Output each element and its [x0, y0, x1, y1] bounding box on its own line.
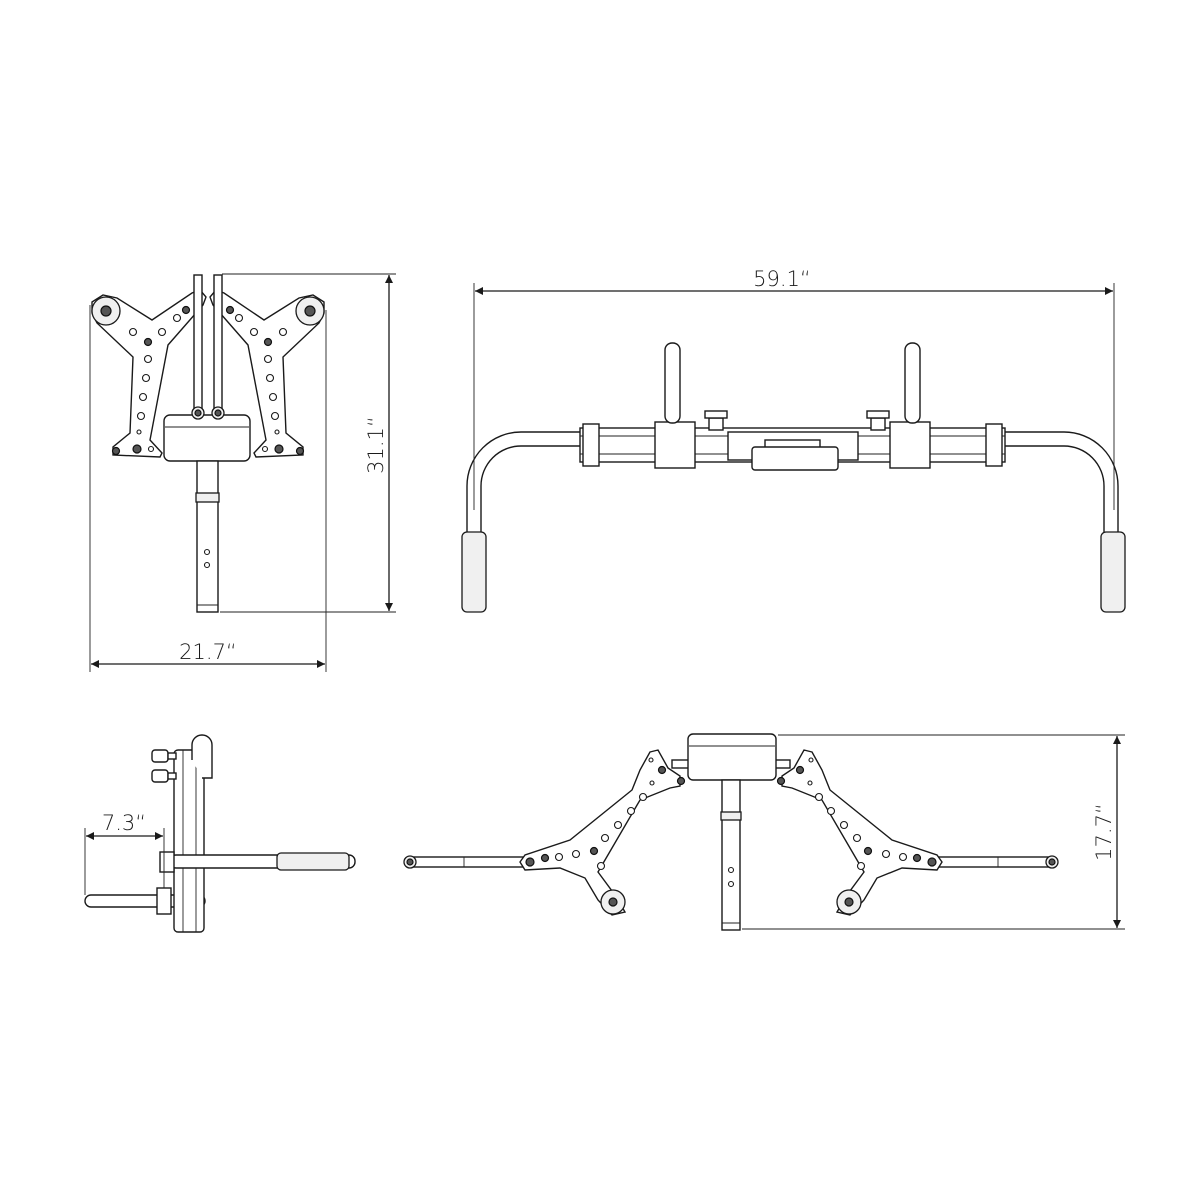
rear-view: 17.7“	[403, 733, 1125, 931]
left-grip	[461, 531, 487, 613]
left-weight-post	[664, 342, 681, 424]
center-pad-box	[163, 414, 251, 462]
right-arm	[771, 749, 1059, 916]
rear-post	[721, 779, 741, 931]
depth-dimension-label: 7.3“	[102, 811, 146, 835]
center-post	[196, 460, 219, 613]
length-dimension-label: 59.1“	[753, 267, 811, 291]
height-dimension-label: 31.1“	[364, 416, 388, 474]
left-arm	[403, 749, 691, 916]
rear-pad-box	[687, 733, 777, 781]
side-grip	[276, 852, 350, 871]
right-weight-post	[904, 342, 921, 424]
center-pad	[751, 446, 839, 471]
right-grip	[1100, 531, 1126, 613]
width-dimension-label: 21.7“	[179, 640, 237, 664]
side-view: 7.3“	[84, 734, 356, 933]
top-view: 59.1“	[461, 267, 1126, 613]
front-view: 21.7“ 31.1“	[89, 273, 396, 672]
rear-height-dimension-label: 17.7“	[1092, 803, 1116, 861]
